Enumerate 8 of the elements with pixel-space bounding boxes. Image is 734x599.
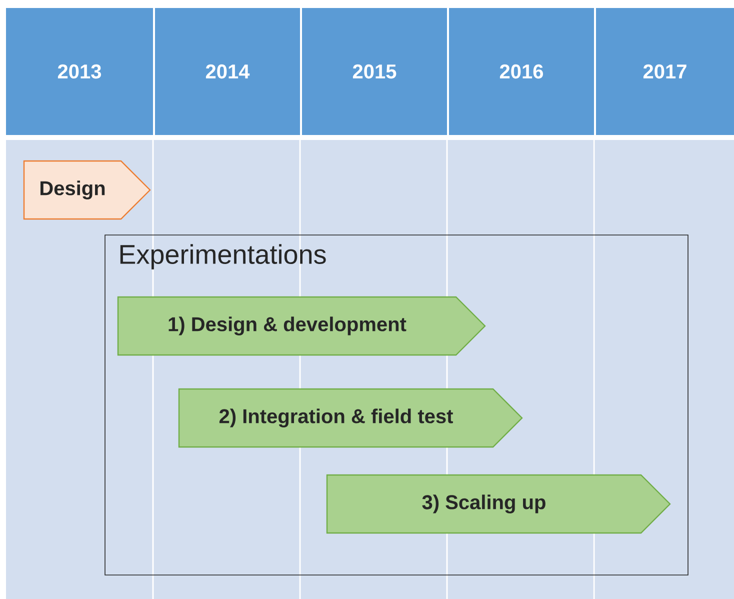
task-bar: 3) Scaling up <box>326 474 671 534</box>
task-bar: 1) Design & development <box>117 296 486 356</box>
task-bar: 2) Integration & field test <box>178 388 523 448</box>
header-cell: 2015 <box>302 8 447 135</box>
header-cell: 2016 <box>449 8 594 135</box>
header-cell: 2017 <box>596 8 734 135</box>
header-cell: 2014 <box>155 8 300 135</box>
header-cell: 2013 <box>6 8 153 135</box>
